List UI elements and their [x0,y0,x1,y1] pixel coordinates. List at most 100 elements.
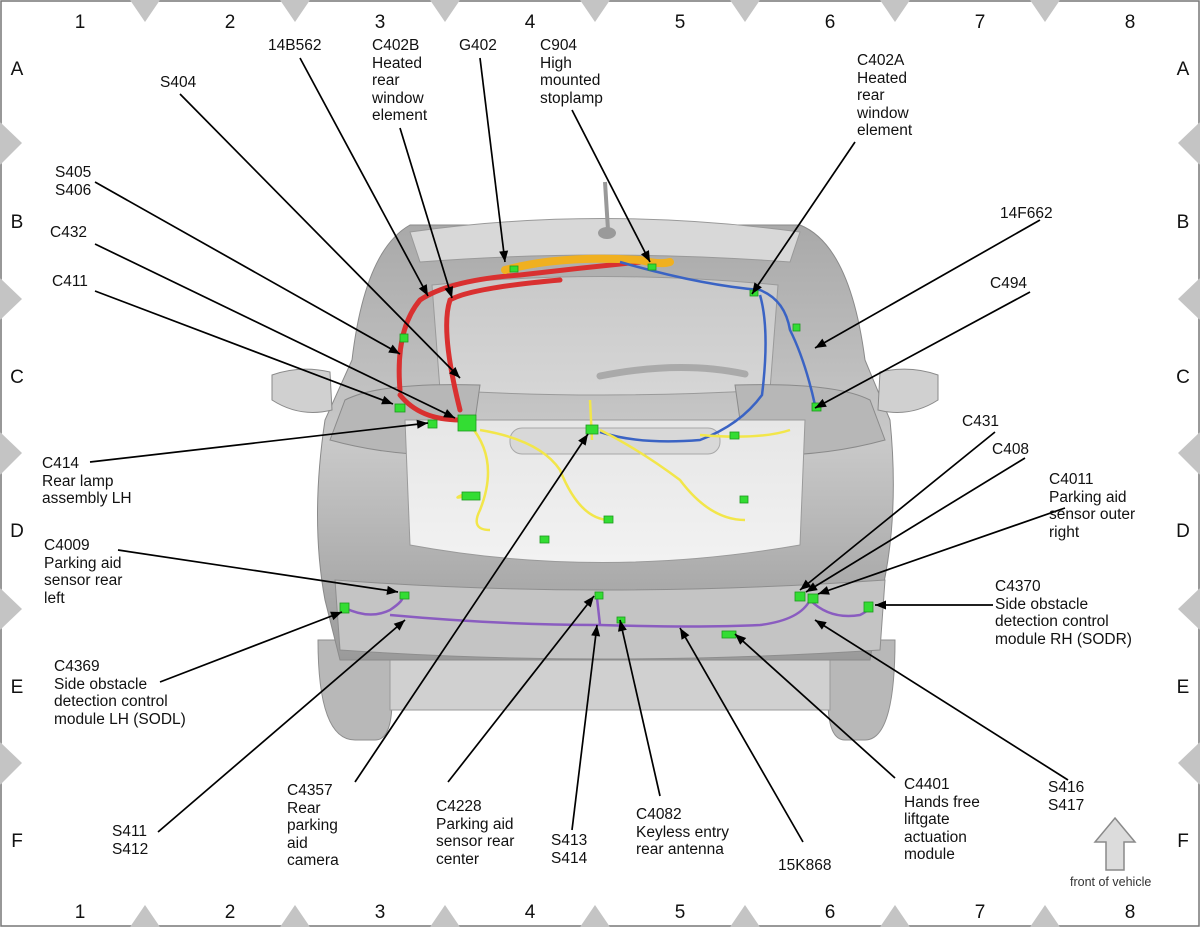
callout-g402-line-0: G402 [459,37,497,54]
leader-line-g402 [479,57,506,263]
leader-arrowhead-g402 [499,250,509,262]
leader-line-c414 [89,422,429,463]
leader-arrowhead-s404 [449,367,460,378]
callout-k868: 15K868 [778,857,831,875]
leader-arrowhead-c494 [815,398,827,408]
leader-arrowhead-k868 [680,628,690,640]
callout-c4009-line-2: sensor rear [44,572,123,589]
callout-c494-line-0: C494 [990,275,1028,292]
leader-arrowhead-c411 [381,395,393,405]
callout-c4357-line-2: parking [287,817,338,834]
callout-c4401-line-2: liftgate [904,811,950,828]
callout-c904-line-0: C904 [540,37,578,54]
callout-c4369-line-2: detection control [54,693,168,710]
callout-s416-line-1: S417 [1048,796,1085,814]
callout-c432: C432 [50,224,87,242]
callout-c402a-line-2: rear [857,87,885,104]
leader-arrowhead-s416 [815,620,827,630]
callout-c4082-line-1: Keyless entry [636,823,730,841]
callout-s404: S404 [160,74,196,92]
leader-line-c431 [799,431,996,591]
grid-column-top-6: 6 [824,12,836,33]
leader-lines [89,57,1069,843]
callout-s405-line-1: S406 [55,181,92,199]
leader-arrowhead-s411 [393,620,405,631]
callout-s413-line-1: S414 [551,849,588,867]
leader-line-k868 [679,627,804,843]
callout-c4009-line-0: C4009 [44,537,90,554]
grid-column-top-3: 3 [374,12,386,33]
harness-orange [501,254,674,274]
grid-column-bottom-2: 2 [224,902,236,923]
callout-f662-line-0: 14F662 [1000,205,1053,222]
leader-arrowhead-c432 [443,409,455,418]
callout-c4228-line-2: sensor rear [436,833,515,850]
callout-c431-line-0: C431 [962,413,1000,430]
leader-arrowhead-c4357 [578,434,588,446]
grid-row-left-F: F [11,831,23,852]
leader-line-c432 [94,243,456,419]
callout-c4370-line-1: Side obstacle [995,595,1089,613]
grid-column-top-1: 1 [74,12,86,33]
leader-arrowhead-f662 [815,338,827,348]
leader-line-s413 [571,624,598,831]
harness-blue [599,260,817,443]
callout-c4082-line-2: rear antenna [636,841,724,858]
callout-c4011-line-3: right [1049,523,1080,541]
leader-arrowhead-c408 [806,582,818,592]
callout-c4228-line-3: center [436,850,480,868]
leader-arrowhead-c402b [444,286,454,298]
callout-c411-line-0: C411 [52,273,88,290]
callout-s411-line-0: S411 [112,823,148,840]
grid-column-bottom-1: 1 [74,902,86,923]
callout-c402b-line-1: Heated [372,54,422,72]
callout-g402: G402 [459,37,497,55]
leader-line-c4401 [734,633,896,779]
callout-c414-line-0: C414 [42,455,80,472]
leader-line-c4357 [354,433,589,783]
leader-line-c402a [751,141,856,295]
callout-c4369-line-1: Side obstacle [54,675,148,693]
leader-arrowhead-c4082 [618,620,627,632]
callout-c4370-line-2: detection control [995,613,1109,630]
leader-arrowhead-s413 [591,625,601,637]
leader-line-c4369 [159,611,343,683]
callout-c408-line-0: C408 [992,441,1030,458]
leader-line-s404 [179,93,461,379]
leader-arrowhead-c4011 [818,586,830,595]
callout-k868-line-0: 15K868 [778,857,832,874]
grid-column-bottom-3: 3 [374,902,386,923]
leader-arrowhead-c4228 [583,596,594,608]
grid-column-bottom-7: 7 [974,902,986,923]
grid-row-left-B: B [10,212,24,233]
callout-c4369-line-3: module LH (SODL) [54,710,186,728]
leader-line-c411 [94,290,394,405]
leader-line-c494 [814,291,1031,409]
grid-row-right-E: E [1176,677,1190,698]
callout-c431: C431 [962,413,999,431]
callout-c4401-line-4: module [904,846,955,863]
leader-line-c4009 [117,549,399,593]
leader-arrowhead-c414 [416,419,428,429]
callout-c4228-line-0: C4228 [436,798,482,815]
leader-arrowhead-c4369 [330,611,342,621]
callout-s404-line-0: S404 [160,74,197,91]
callout-b14b562-line-0: 14B562 [268,37,322,54]
callout-c4009-line-1: Parking aid [44,554,122,572]
grid-row-left-E: E [10,677,24,698]
grid-column-top-2: 2 [224,12,236,33]
callout-c411: C411 [52,273,88,291]
callout-c414-line-1: Rear lamp [42,472,114,490]
callout-c432-line-0: C432 [50,224,88,241]
grid-column-top-4: 4 [524,12,536,33]
leader-arrowhead-s405 [388,344,400,354]
leader-line-c4011 [817,507,1066,595]
callout-c904-line-2: mounted [540,72,601,89]
leader-line-s405 [94,181,401,355]
grid-row-right-B: B [1176,212,1190,233]
